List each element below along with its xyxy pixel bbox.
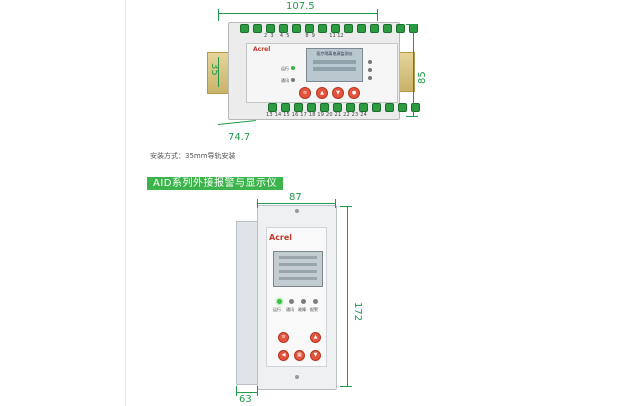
panel-height-dimension-line: [347, 206, 348, 387]
down-button[interactable]: ▼: [332, 87, 344, 99]
width-dim-tick-left: [218, 9, 219, 21]
panel-width-tick-right: [335, 199, 336, 208]
panel-width-tick-left: [257, 199, 258, 208]
terminal-row-bottom: [268, 103, 420, 112]
terminal-numbers-bottom: 13 14 15 16 17 18 19 20 21 22 23 24: [266, 112, 367, 118]
height-dimension-label: 85: [417, 71, 428, 84]
width-dimension-label: 107.5: [286, 1, 315, 12]
panel-height-tick-bottom: [340, 386, 352, 387]
rail-dimension-label: 35: [209, 63, 220, 76]
panel-side-housing: [236, 221, 260, 385]
brand-logo-top: Acrel: [253, 46, 271, 53]
terminal-numbers-top: 2 3 4 5 8 9 11 12: [264, 33, 344, 39]
alarm-indicator-led: [313, 299, 318, 304]
lcd-display-bottom: [273, 251, 323, 287]
lcd-display-top: 医疗隔离电源监测仪: [306, 48, 363, 82]
fault-indicator-label: 故障: [298, 307, 306, 312]
panel-depth-tick-left: [236, 386, 237, 396]
panel-width-dimension-line: [257, 203, 335, 204]
panel-depth-tick-right: [257, 386, 258, 396]
rail-dimension-line: [218, 57, 219, 87]
top-screw: [295, 209, 299, 213]
panel-up-button[interactable]: ▲: [310, 332, 321, 343]
run-label: 运行: [281, 66, 289, 71]
section-title-banner: AID系列外接报警与显示仪: [147, 177, 283, 190]
panel-menu-button[interactable]: ≡: [278, 332, 289, 343]
width-dimension-line: [218, 13, 378, 14]
comm-indicator-led: [289, 299, 294, 304]
panel-height-tick-top: [340, 206, 352, 207]
page-divider: [125, 0, 126, 406]
alarm-indicator-label: 报警: [310, 307, 318, 312]
depth-dimension-label: 74.7: [228, 132, 251, 143]
panel-depth-label: 63: [239, 394, 252, 405]
enter-button[interactable]: ●: [348, 87, 360, 99]
status-led-3: [368, 76, 372, 80]
status-led-1: [368, 60, 372, 64]
panel-depth-dimension-line: [236, 392, 258, 393]
panel-enter-button[interactable]: ▦: [294, 350, 305, 361]
run-led: [291, 66, 295, 70]
height-dim-tick-bottom: [406, 116, 418, 117]
height-dimension-line: [413, 24, 414, 116]
install-caption: 安装方式：35mm导轨安装: [150, 152, 236, 160]
width-dim-tick-right: [377, 9, 378, 21]
status-led-2: [368, 68, 372, 72]
run-indicator-label: 运行: [273, 307, 281, 312]
bottom-screw: [295, 375, 299, 379]
panel-down-button[interactable]: ▼: [310, 350, 321, 361]
height-dim-tick-top: [406, 24, 418, 25]
run-indicator-led: [277, 299, 282, 304]
fault-indicator-led: [301, 299, 306, 304]
comm-led: [291, 78, 295, 82]
panel-width-label: 87: [289, 192, 302, 203]
brand-logo-bottom: Acrel: [269, 233, 293, 242]
menu-button[interactable]: ≡: [299, 87, 311, 99]
up-button[interactable]: ▲: [316, 87, 328, 99]
panel-height-label: 172: [352, 302, 363, 322]
panel-left-button[interactable]: ◀: [278, 350, 289, 361]
panel-face: [266, 227, 327, 367]
din-rail-left: [207, 52, 231, 94]
depth-dimension-line: [218, 120, 256, 125]
terminal-row-top: [240, 24, 418, 33]
lcd-title: 医疗隔离电源监测仪: [316, 51, 353, 56]
comm-indicator-label: 通讯: [286, 307, 294, 312]
comm-label: 通讯: [281, 78, 289, 83]
